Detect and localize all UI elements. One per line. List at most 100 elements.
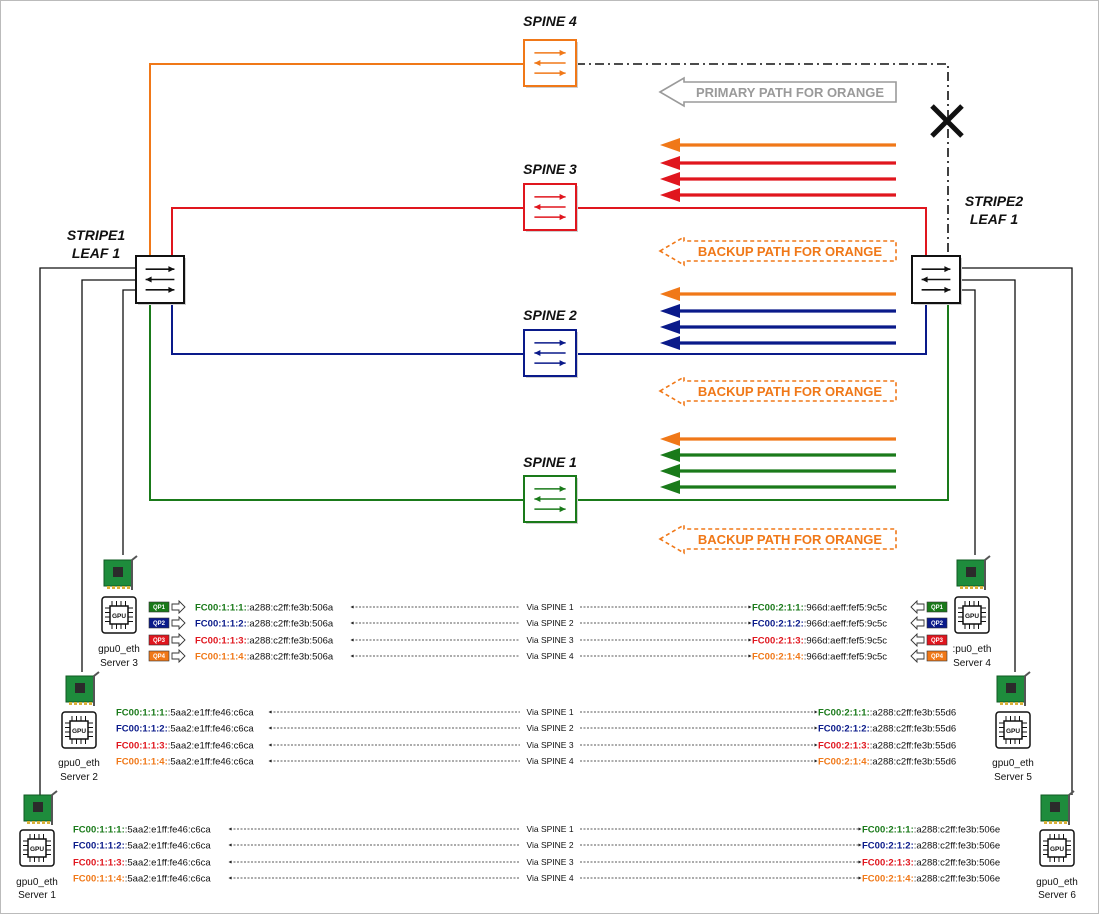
via-label-row1-2: Via SPINE 2 bbox=[526, 840, 573, 850]
spine-3-switch bbox=[523, 183, 578, 232]
nic-contact bbox=[1015, 702, 1018, 705]
traffic-arrow-head bbox=[660, 432, 680, 446]
nic-contact bbox=[47, 821, 50, 824]
traffic-arrow-1-2 bbox=[660, 156, 896, 170]
link-server2 bbox=[81, 279, 136, 672]
nic-card-icon-s1 bbox=[23, 790, 58, 825]
addr-left-row1-2: FC00:1:1:2::5aa2:e1ff:fe46:c6ca bbox=[73, 841, 211, 852]
nic-contact bbox=[1010, 702, 1013, 705]
nic-chip bbox=[113, 567, 123, 577]
nic-contact bbox=[960, 586, 963, 589]
traffic-arrow-3-3 bbox=[660, 464, 896, 478]
gpu-chip-label: GPU bbox=[30, 846, 44, 853]
spine-2-switch bbox=[523, 329, 578, 378]
switch-body bbox=[135, 255, 185, 304]
nic-contact bbox=[27, 821, 30, 824]
server-iface-s2: gpu0_eth bbox=[58, 758, 100, 769]
nic-contact bbox=[970, 586, 973, 589]
qp-hollow-arrow bbox=[910, 615, 925, 631]
gpu-icon-s4: GPU bbox=[954, 596, 990, 634]
addr-left-row2-1: FC00:1:1:1::5aa2:e1ff:fe46:c6ca bbox=[116, 708, 254, 719]
traffic-arrow-head bbox=[660, 304, 680, 318]
switch-arrow-head bbox=[559, 70, 566, 77]
server-name-s1: Server 1 bbox=[18, 890, 56, 901]
banner-text: PRIMARY PATH FOR ORANGE bbox=[696, 85, 884, 100]
addr-right-row1-4: FC00:2:1:4::a288:c2ff:fe3b:506e bbox=[862, 874, 1000, 885]
gpu-die bbox=[109, 605, 129, 625]
server-iface-s5: gpu0_eth bbox=[992, 758, 1034, 769]
backup-path-banner-1: BACKUP PATH FOR ORANGE bbox=[658, 235, 897, 267]
traffic-arrow-3-4 bbox=[660, 480, 896, 494]
banner-text: BACKUP PATH FOR ORANGE bbox=[698, 384, 883, 399]
nic-contact bbox=[42, 821, 45, 824]
gpu-icon-s3: GPU bbox=[101, 596, 137, 634]
addr-right-row2-3: FC00:2:1:3::a288:c2ff:fe3b:55d6 bbox=[818, 741, 956, 752]
addr-left-row3-2: FC00:1:1:2::a288:c2ff:fe3b:506a bbox=[195, 619, 334, 630]
switch-arrow-head bbox=[921, 276, 928, 283]
uplink-spine2-left bbox=[171, 303, 524, 355]
leaf-stripe2-switch bbox=[911, 255, 962, 305]
uplink-spine2-right bbox=[576, 303, 927, 355]
qp-box bbox=[926, 634, 948, 646]
nic-bracket-tab bbox=[131, 555, 138, 561]
qp-box bbox=[148, 650, 170, 662]
qp-right-4: QP4 bbox=[910, 648, 948, 664]
gpu-icon-s2: GPU bbox=[61, 711, 97, 749]
nic-bracket-tab bbox=[51, 790, 58, 796]
addr-right-row3-3: FC00:2:1:3::966d:aeff:fef5:9c5c bbox=[752, 636, 887, 647]
nic-contact bbox=[89, 702, 92, 705]
qp-label: QP2 bbox=[153, 621, 166, 627]
qp-right-1: QP1 bbox=[910, 599, 948, 615]
banner-arrow-outline bbox=[658, 76, 897, 108]
qp-label: QP4 bbox=[153, 654, 166, 660]
backup-path-banner-3: BACKUP PATH FOR ORANGE bbox=[658, 523, 897, 555]
gpu-icon-s6: GPU bbox=[1039, 829, 1075, 867]
addr-right-row1-3: FC00:2:1:3::a288:c2ff:fe3b:506e bbox=[862, 858, 1000, 869]
uplink-spine4-left bbox=[149, 63, 524, 256]
spine-3-label: SPINE 3 bbox=[523, 161, 577, 177]
server-name-s5: Server 5 bbox=[994, 772, 1032, 783]
qp-left-1: QP1 bbox=[148, 599, 186, 615]
traffic-arrow-3-2 bbox=[660, 448, 896, 462]
gpu-die bbox=[962, 605, 982, 625]
leaf-stripe1-switch bbox=[135, 255, 186, 305]
server-name-s4: Server 4 bbox=[953, 658, 991, 669]
switch-arrow-head bbox=[559, 506, 566, 513]
uplink-spine3-left bbox=[171, 207, 524, 256]
banner-text: BACKUP PATH FOR ORANGE bbox=[698, 244, 883, 259]
qp-label: QP1 bbox=[931, 605, 944, 611]
gpu-chip-label: GPU bbox=[1006, 728, 1020, 735]
addr-right-row3-1: FC00:2:1:1::966d:aeff:fef5:9c5c bbox=[752, 603, 887, 614]
server-name-s6: Server 6 bbox=[1038, 890, 1076, 901]
switch-arrow-head bbox=[559, 193, 566, 200]
link-server6 bbox=[962, 267, 1073, 795]
addr-left-row3-4: FC00:1:1:4::a288:c2ff:fe3b:506a bbox=[195, 652, 334, 663]
traffic-arrow-head bbox=[660, 138, 680, 152]
traffic-arrow-1-4 bbox=[660, 188, 896, 202]
qp-box bbox=[926, 617, 948, 629]
nic-contact bbox=[112, 586, 115, 589]
banner-arrow-outline bbox=[658, 523, 897, 555]
addr-left-row2-2: FC00:1:1:2::5aa2:e1ff:fe46:c6ca bbox=[116, 724, 254, 735]
qp-hollow-arrow bbox=[910, 648, 925, 664]
link-server4 bbox=[962, 289, 976, 555]
nic-contact bbox=[1054, 821, 1057, 824]
switch-arrow-head bbox=[534, 496, 541, 502]
switch-arrow-head bbox=[534, 204, 541, 210]
nic-contact bbox=[1044, 821, 1047, 824]
gpu-die bbox=[69, 720, 89, 740]
banner-arrow-outline bbox=[658, 235, 897, 267]
gpu-chip-label: GPU bbox=[1050, 846, 1064, 853]
via-label-row2-3: Via SPINE 3 bbox=[526, 740, 573, 750]
nic-bracket-tab bbox=[984, 555, 991, 561]
spine-1-switch bbox=[523, 475, 578, 524]
gpu-chip-label: GPU bbox=[112, 613, 126, 620]
nic-contact bbox=[1059, 821, 1062, 824]
uplinks bbox=[149, 63, 949, 501]
qp-box bbox=[148, 601, 170, 613]
qp-right-2: QP2 bbox=[910, 615, 948, 631]
switch-arrow-head bbox=[534, 350, 541, 356]
switch-arrow-head bbox=[145, 276, 152, 283]
